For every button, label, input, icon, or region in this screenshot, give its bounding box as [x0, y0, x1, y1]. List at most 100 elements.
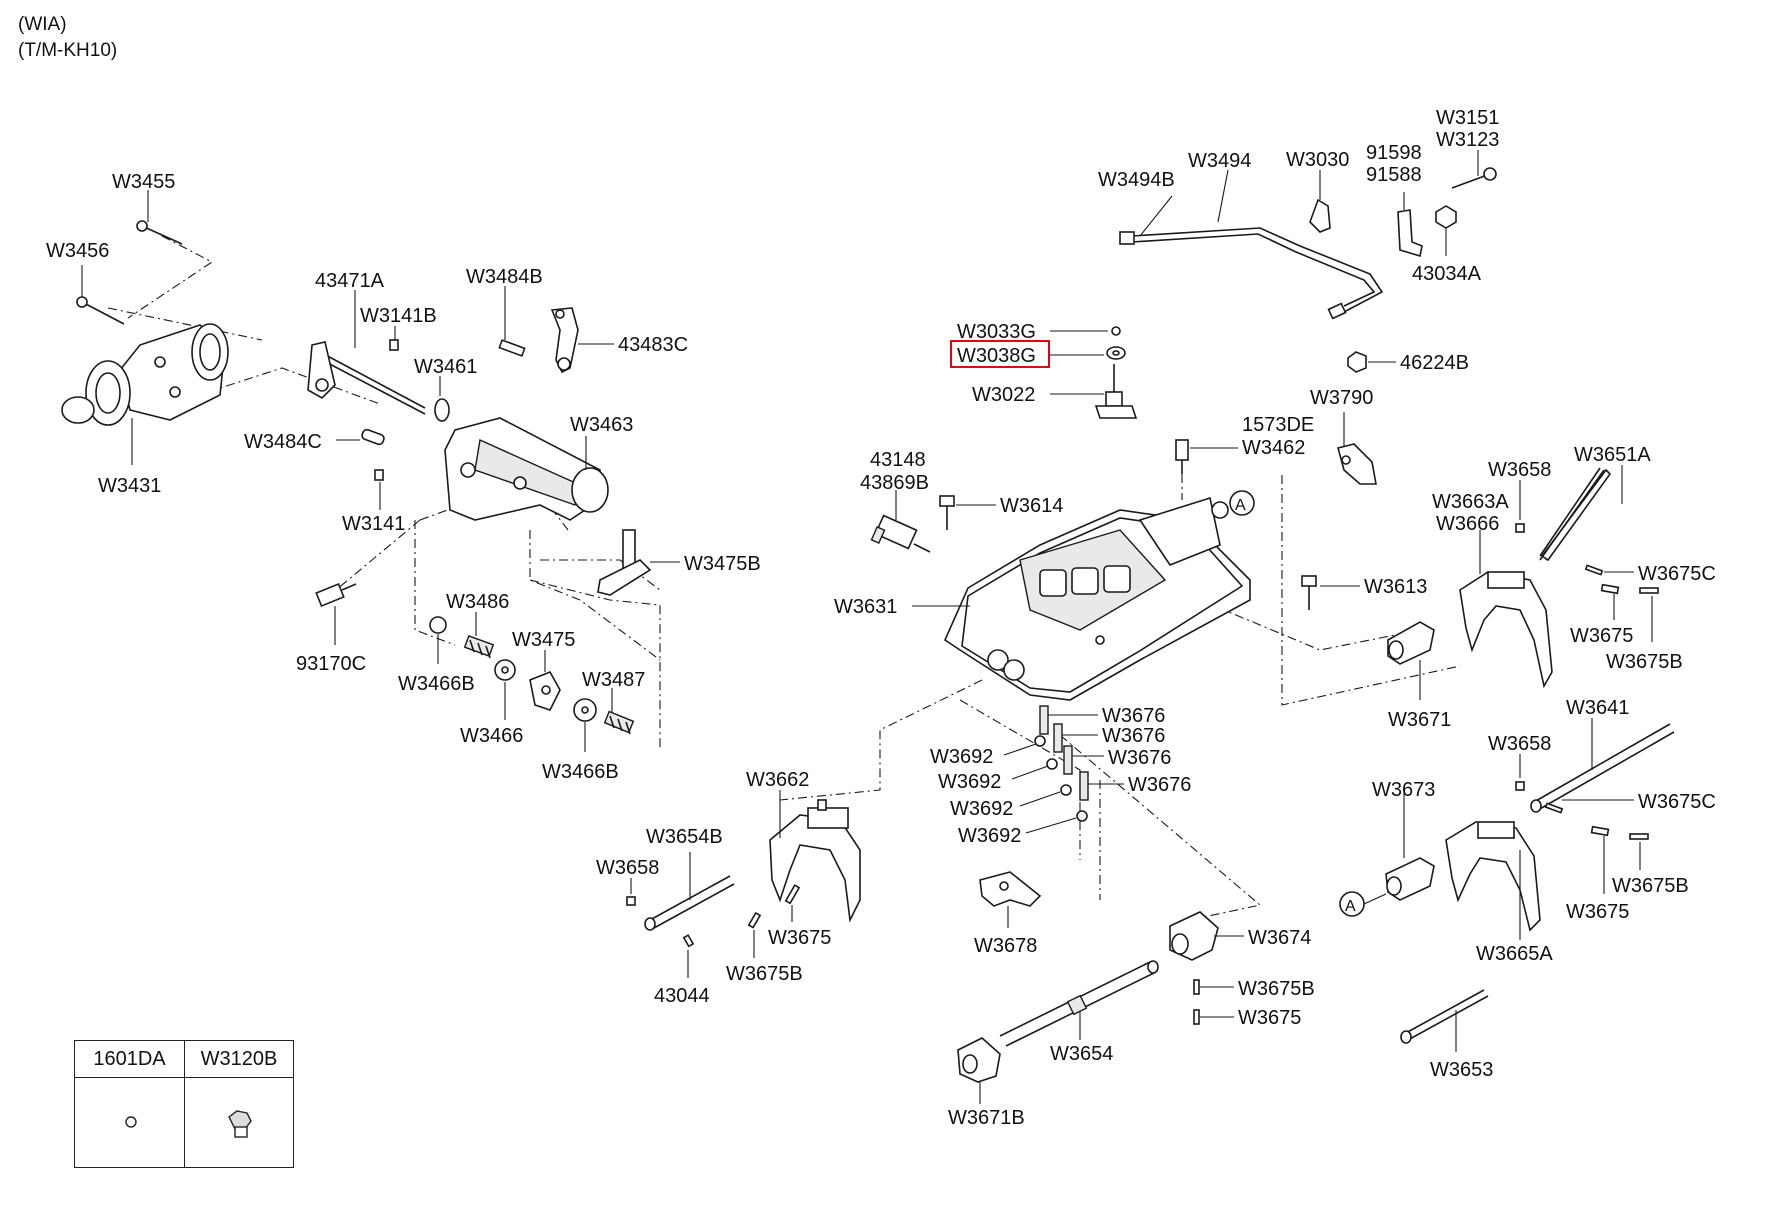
nut-43034a [1435, 205, 1457, 229]
ref-label-a-bottom: A [1345, 898, 1356, 915]
fork-w3665a [1445, 821, 1541, 932]
rod-w3651a-body [1539, 469, 1605, 561]
label-w3676-2: W3676 [1102, 725, 1165, 747]
label-w3431: W3431 [98, 475, 161, 497]
ball-w3692-4 [1076, 810, 1088, 822]
bracket-43483c [550, 307, 579, 374]
label-w3455: W3455 [112, 171, 175, 193]
pin-w3141 [374, 469, 384, 481]
label-43148: 43148 [870, 449, 926, 471]
label-w3675b-d: W3675B [1612, 875, 1689, 897]
label-43034a: 43034A [1412, 263, 1482, 285]
pin-w3675b-c [1193, 979, 1200, 995]
detent-w3475 [529, 670, 561, 711]
pin-w3675c-a [1584, 564, 1604, 576]
label-w3475b: W3475B [684, 553, 761, 575]
label-w3676-3: W3676 [1108, 747, 1171, 769]
ball-w3692-3 [1060, 784, 1072, 796]
bolt-w3151 [1451, 167, 1497, 189]
pin-w3675-a [1600, 583, 1620, 595]
label-w3662: W3662 [746, 769, 809, 791]
label-w3494: W3494 [1188, 150, 1251, 172]
label-w3475: W3475 [512, 629, 575, 651]
label-43471a: 43471A [315, 270, 385, 292]
pin-w3141b [389, 339, 399, 351]
ref-label-a-top: A [1235, 497, 1246, 514]
label-w3675b-b: W3675B [726, 963, 803, 985]
label-1573de: 1573DE [1242, 414, 1314, 436]
sensor-43148 [870, 514, 931, 553]
label-w3141b: W3141B [360, 305, 437, 327]
label-w3484b: W3484B [466, 266, 543, 288]
label-w3675c-b: W3675C [1638, 791, 1716, 813]
label-w3654: W3654 [1050, 1043, 1113, 1065]
pin-w3675b-b [747, 911, 762, 929]
label-w3658-c: W3658 [1488, 733, 1551, 755]
nut-46224b [1347, 351, 1367, 373]
pin-w3675b-a [1639, 587, 1659, 594]
label-w3022: W3022 [972, 384, 1035, 406]
label-w3631: W3631 [834, 596, 897, 618]
label-w3141: W3141 [342, 513, 405, 535]
label-w3463: W3463 [570, 414, 633, 436]
label-w3675-c: W3675 [1238, 1007, 1301, 1029]
header-line-1: (WIA) [18, 14, 67, 35]
label-w3674: W3674 [1248, 927, 1311, 949]
label-w3038g: W3038G [957, 345, 1036, 367]
sensor-93170c [315, 582, 357, 608]
label-w3653: W3653 [1430, 1059, 1493, 1081]
pin-w3658-c [1515, 781, 1525, 791]
label-w3678: W3678 [974, 935, 1037, 957]
left-assembly [61, 190, 680, 752]
label-w3692-1: W3692 [930, 746, 993, 768]
label-w3651a: W3651A [1574, 444, 1651, 466]
label-w3654b: W3654B [646, 826, 723, 848]
legend-head-1601da: 1601DA [75, 1041, 184, 1078]
rod-w3653 [1400, 989, 1489, 1044]
pin-w3484c [361, 428, 385, 446]
rod-w3654 [999, 960, 1159, 1047]
label-46224b: 46224B [1400, 352, 1469, 374]
header-line-2: (T/M-KH10) [18, 40, 118, 61]
legend-col-w3120b: W3120B [185, 1041, 293, 1167]
label-w3676-1: W3676 [1102, 705, 1165, 727]
label-w3614: W3614 [1000, 495, 1063, 517]
washer-w3466b-1 [429, 616, 447, 634]
pin-w3675c-b [1544, 802, 1564, 814]
highlight-box-w3038g[interactable] [950, 340, 1050, 368]
actuator-w3431 [61, 323, 229, 426]
bolt-w3613 [1301, 575, 1317, 610]
label-43044: 43044 [654, 985, 710, 1007]
label-w3673: W3673 [1372, 779, 1435, 801]
label-w3675b-c: W3675B [1238, 978, 1315, 1000]
label-w3692-4: W3692 [958, 825, 1021, 847]
block-w3671 [1387, 621, 1435, 665]
label-43869b: 43869B [860, 472, 929, 494]
bolt-w3455 [136, 220, 183, 245]
label-w3466: W3466 [460, 725, 523, 747]
top-right-assembly [1050, 150, 1497, 485]
label-w3671: W3671 [1388, 709, 1451, 731]
pin-w3675b-d [1629, 833, 1649, 840]
label-w3658-a: W3658 [1488, 459, 1551, 481]
bracket-w3790 [1337, 443, 1377, 485]
pin-w3658-b [626, 896, 636, 906]
part-labels: W3455 W3456 W3431 43471A W3141B W3484B 4… [46, 107, 1716, 1129]
bolt-w3614 [939, 495, 955, 530]
breather-1573de [1175, 439, 1189, 474]
label-w3675-d: W3675 [1566, 901, 1629, 923]
ball-w3692-2 [1046, 758, 1058, 770]
oring-w3461 [434, 398, 450, 422]
label-w3665a: W3665A [1476, 943, 1553, 965]
label-w3658-b: W3658 [596, 857, 659, 879]
label-w3462: W3462 [1242, 437, 1305, 459]
label-w3675b-a: W3675B [1606, 651, 1683, 673]
center-housing [779, 474, 1461, 921]
spring-w3487 [603, 710, 635, 735]
fork-w3666 [1459, 571, 1553, 689]
label-w3123: W3123 [1436, 129, 1499, 151]
label-w3486: W3486 [446, 591, 509, 613]
pin-w3675-d [1590, 825, 1610, 837]
label-w3466b-2: W3466B [542, 761, 619, 783]
